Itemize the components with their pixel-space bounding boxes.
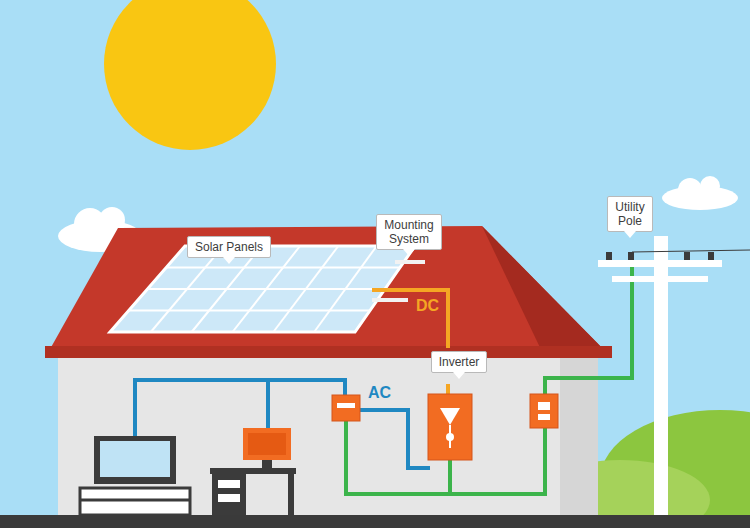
ac-wire xyxy=(360,410,430,468)
computer-screen xyxy=(248,433,286,455)
grid-wire xyxy=(545,266,632,394)
callout-text: Utility Pole xyxy=(615,200,645,228)
ground xyxy=(0,515,750,528)
cloud-part xyxy=(678,178,702,202)
cloud-part xyxy=(700,176,720,196)
mounting-rail xyxy=(372,298,408,302)
roof xyxy=(45,226,612,358)
desk xyxy=(210,468,296,474)
solar-panel xyxy=(110,246,415,332)
desk-drawers xyxy=(212,474,246,515)
tv-screen xyxy=(100,441,170,477)
desk-leg xyxy=(288,474,294,515)
callout-text: Mounting System xyxy=(384,218,434,246)
grid-wire xyxy=(448,460,452,494)
wall-shade xyxy=(560,350,598,518)
insulator xyxy=(708,252,714,260)
ac-wire xyxy=(266,380,270,428)
callout-label: Solar Panels xyxy=(187,236,271,258)
callout-label: Inverter xyxy=(431,351,488,373)
crossarm xyxy=(612,276,708,282)
wire-label: DC xyxy=(416,297,439,315)
meter-box xyxy=(530,394,558,428)
drawer xyxy=(218,480,240,488)
insulator xyxy=(628,252,634,260)
insulator xyxy=(684,252,690,260)
inverter-box xyxy=(428,394,472,460)
cloud xyxy=(662,176,738,210)
mounting-rail xyxy=(395,260,425,264)
tv-cabinet xyxy=(80,488,190,515)
crossarm xyxy=(598,260,722,267)
insulator xyxy=(606,252,612,260)
grid-line xyxy=(129,310,370,312)
wire-label: AC xyxy=(368,384,391,402)
ac-wire xyxy=(135,380,345,436)
callout-label: Utility Pole xyxy=(607,196,653,232)
tv xyxy=(94,436,176,484)
breaker-box xyxy=(332,395,360,421)
callout-text: Solar Panels xyxy=(195,240,263,254)
dc-wire xyxy=(446,384,450,394)
breaker-slot xyxy=(337,403,355,408)
grid-line xyxy=(148,288,386,290)
drawer xyxy=(218,494,240,502)
sun xyxy=(104,0,276,150)
meter-window xyxy=(538,414,550,420)
tv-cabinet xyxy=(80,499,190,502)
roof-gable xyxy=(482,226,612,358)
inverter-symbol xyxy=(446,433,454,441)
insulators xyxy=(606,252,714,260)
callout-text: Inverter xyxy=(439,355,480,369)
meter-window xyxy=(538,402,550,410)
grid-line xyxy=(166,267,400,269)
roof-eave xyxy=(45,346,612,358)
power-line xyxy=(632,250,750,252)
inverter-symbol xyxy=(440,408,460,425)
callout-label: Mounting System xyxy=(376,214,442,250)
panel-grid xyxy=(129,246,400,332)
house-wall xyxy=(58,350,598,518)
computer-monitor xyxy=(243,428,291,460)
monitor-stand xyxy=(262,460,272,468)
dc-wire xyxy=(372,290,448,348)
